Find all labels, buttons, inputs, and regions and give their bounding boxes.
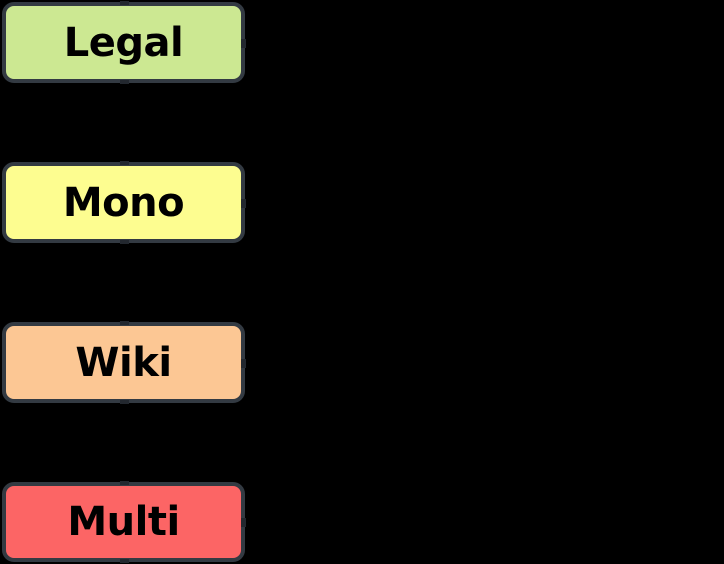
port-top-icon[interactable] — [119, 481, 129, 485]
port-top-icon[interactable] — [119, 1, 129, 5]
node-wiki[interactable]: Wiki — [2, 321, 246, 404]
port-right-icon[interactable] — [241, 518, 246, 527]
node-multi[interactable]: Multi — [2, 481, 246, 563]
port-bottom-icon[interactable] — [119, 240, 129, 244]
node-mono[interactable]: Mono — [2, 161, 246, 244]
port-top-icon[interactable] — [119, 161, 129, 165]
node-label-multi: Multi — [67, 499, 180, 545]
port-right-icon[interactable] — [241, 198, 246, 208]
port-bottom-icon[interactable] — [119, 80, 129, 84]
port-bottom-icon[interactable] — [119, 400, 129, 404]
node-label-mono: Mono — [62, 179, 185, 226]
node-label-wiki: Wiki — [75, 339, 172, 386]
port-top-icon[interactable] — [119, 321, 129, 325]
port-right-icon[interactable] — [241, 38, 246, 48]
node-label-legal: Legal — [63, 19, 184, 66]
port-right-icon[interactable] — [241, 358, 246, 368]
node-legal[interactable]: Legal — [2, 1, 246, 84]
port-bottom-icon[interactable] — [119, 559, 129, 563]
